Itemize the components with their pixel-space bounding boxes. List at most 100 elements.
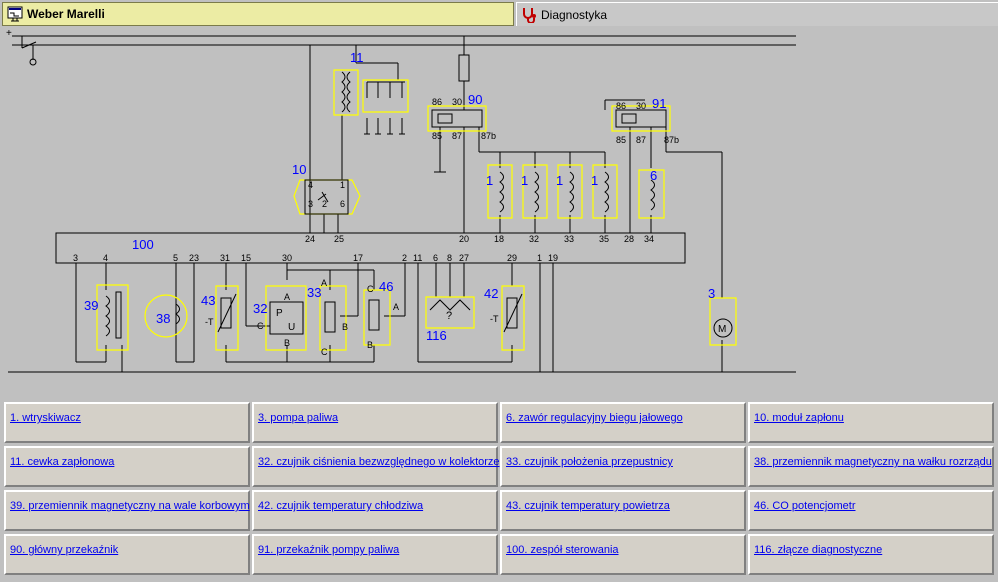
stethoscope-icon bbox=[523, 7, 536, 23]
pin-r90-85: 85 bbox=[432, 131, 442, 141]
legend-link[interactable]: 91. przekaźnik pompy paliwa bbox=[258, 544, 400, 556]
legend-cell[interactable]: 39. przemiennik magnetyczny na wale korb… bbox=[4, 490, 250, 531]
ecu-pin: 11 bbox=[413, 253, 422, 263]
legend-cell[interactable]: 3. pompa paliwa bbox=[252, 402, 498, 443]
q116-label: ? bbox=[446, 310, 452, 322]
legend-link[interactable]: 1. wtryskiwacz bbox=[10, 412, 81, 424]
legend-cell[interactable]: 43. czujnik temperatury powietrza bbox=[500, 490, 746, 531]
legend-link[interactable]: 100. zespół sterowania bbox=[506, 544, 619, 556]
ecu-pin: 30 bbox=[282, 253, 292, 263]
label-116: 116 bbox=[426, 328, 447, 343]
label-3: 3 bbox=[708, 286, 715, 301]
legend-cell[interactable]: 10. moduł zapłonu bbox=[748, 402, 994, 443]
label-10: 10 bbox=[292, 162, 306, 177]
legend-cell[interactable]: 6. zawór regulacyjny biegu jałowego bbox=[500, 402, 746, 443]
legend-link[interactable]: 10. moduł zapłonu bbox=[754, 412, 844, 424]
label-inj1: 1 bbox=[486, 173, 493, 188]
plus-label: + bbox=[6, 28, 12, 39]
label-inj3: 1 bbox=[556, 173, 563, 188]
pin-r90-87b: 87b bbox=[481, 131, 496, 141]
m32-b: B bbox=[284, 338, 290, 348]
pin-r91-87: 87 bbox=[636, 135, 646, 145]
tab-label: Diagnostyka bbox=[541, 7, 608, 22]
pin-r91-85: 85 bbox=[616, 135, 626, 145]
legend-link[interactable]: 116. złącze diagnostyczne bbox=[754, 544, 883, 556]
legend-link[interactable]: 38. przemiennik magnetyczny na wałku roz… bbox=[754, 456, 992, 468]
legend-cell[interactable]: 32. czujnik ciśnienia bezwzględnego w ko… bbox=[252, 446, 500, 487]
ecu-pin: 3 bbox=[73, 253, 78, 263]
legend-link[interactable]: 43. czujnik temperatury powietrza bbox=[506, 500, 670, 512]
label-11: 11 bbox=[350, 50, 364, 65]
legend-cell[interactable]: 33. czujnik położenia przepustnicy bbox=[500, 446, 746, 487]
legend-link[interactable]: 33. czujnik położenia przepustnicy bbox=[506, 456, 673, 468]
ecu-pin: 6 bbox=[433, 253, 438, 263]
ecu-pin: 29 bbox=[507, 253, 517, 263]
module10-pin: 3 bbox=[308, 199, 313, 209]
legend-cell[interactable]: 116. złącze diagnostyczne bbox=[748, 534, 994, 575]
legend-cell[interactable]: 1. wtryskiwacz bbox=[4, 402, 250, 443]
schematic-icon bbox=[7, 6, 23, 22]
pin-r90-87: 87 bbox=[452, 131, 462, 141]
tm42-label: -T bbox=[490, 314, 499, 324]
legend-link[interactable]: 39. przemiennik magnetyczny na wale korb… bbox=[10, 500, 250, 512]
ecu-pin: 31 bbox=[220, 253, 230, 263]
ecu-pin: 33 bbox=[564, 234, 574, 244]
pin-r91-86: 86 bbox=[616, 101, 626, 111]
ecu-pin: 25 bbox=[334, 234, 344, 244]
tab-diagnostyka[interactable]: Diagnostyka bbox=[516, 2, 998, 26]
label-91: 91 bbox=[652, 96, 666, 111]
label-42: 42 bbox=[484, 286, 498, 301]
ecu-pin: 19 bbox=[548, 253, 558, 263]
ecu-pin: 32 bbox=[529, 234, 539, 244]
tab-weber-marelli[interactable]: Weber Marelli bbox=[2, 2, 514, 26]
legend-cell[interactable]: 100. zespół sterowania bbox=[500, 534, 746, 575]
legend-link[interactable]: 3. pompa paliwa bbox=[258, 412, 339, 424]
legend-link[interactable]: 32. czujnik ciśnienia bezwzględnego w ko… bbox=[258, 456, 500, 468]
legend-cell[interactable]: 91. przekaźnik pompy paliwa bbox=[252, 534, 498, 575]
module10-pin: 4 bbox=[308, 180, 313, 190]
module10-pin: 2 bbox=[322, 199, 327, 209]
pin-r91-30: 30 bbox=[636, 101, 646, 111]
label-100: 100 bbox=[132, 237, 154, 252]
legend-link[interactable]: 11. cewka zapłonowa bbox=[10, 456, 115, 468]
m32-u: U bbox=[288, 322, 295, 333]
ecu-pin: 5 bbox=[173, 253, 178, 263]
m46-b: B bbox=[367, 340, 373, 350]
legend-cell[interactable]: 11. cewka zapłonowa bbox=[4, 446, 250, 487]
legend-link[interactable]: 6. zawór regulacyjny biegu jałowego bbox=[506, 412, 683, 424]
m33-b: B bbox=[342, 322, 348, 332]
ecu-pin: 2 bbox=[402, 253, 407, 263]
legend-link[interactable]: 90. główny przekaźnik bbox=[10, 544, 119, 556]
label-inj4: 1 bbox=[591, 173, 598, 188]
legend-grid: 1. wtryskiwacz 3. pompa paliwa 6. zawór … bbox=[0, 400, 998, 582]
motor-label: M bbox=[718, 324, 726, 335]
legend-cell[interactable]: 90. główny przekaźnik bbox=[4, 534, 250, 575]
ecu-pin: 1 bbox=[537, 253, 542, 263]
label-46: 46 bbox=[379, 279, 393, 294]
ecu-pin: 27 bbox=[459, 253, 469, 263]
legend-cell[interactable]: 38. przemiennik magnetyczny na wałku roz… bbox=[748, 446, 994, 487]
legend-cell[interactable]: 46. CO potencjometr bbox=[748, 490, 994, 531]
label-38: 38 bbox=[156, 311, 170, 326]
legend-link[interactable]: 42. czujnik temperatury chłodziwa bbox=[258, 500, 424, 512]
legend-cell[interactable]: 42. czujnik temperatury chłodziwa bbox=[252, 490, 498, 531]
label-inj2: 1 bbox=[521, 173, 528, 188]
m33-a: A bbox=[321, 278, 327, 288]
label-6: 6 bbox=[650, 168, 657, 183]
ecu-pin: 20 bbox=[459, 234, 469, 244]
pin-r90-86: 86 bbox=[432, 97, 442, 107]
pin-r90-30: 30 bbox=[452, 97, 462, 107]
ecu-pin: 4 bbox=[103, 253, 108, 263]
label-39: 39 bbox=[84, 298, 98, 313]
ecu-pin: 35 bbox=[599, 234, 609, 244]
pin-r91-87b: 87b bbox=[664, 135, 679, 145]
m32-p: P bbox=[276, 308, 283, 319]
ecu-pin: 28 bbox=[624, 234, 634, 244]
ecu-pin: 23 bbox=[189, 253, 199, 263]
legend-link[interactable]: 46. CO potencjometr bbox=[754, 500, 856, 512]
ecu-pin: 18 bbox=[494, 234, 504, 244]
tm43-label: -T bbox=[205, 317, 214, 327]
wiring-diagram: 11 90 91 10 6 100 39 38 43 32 33 46 116 … bbox=[0, 28, 998, 398]
label-43: 43 bbox=[201, 293, 215, 308]
module10-pin: 6 bbox=[340, 199, 345, 209]
